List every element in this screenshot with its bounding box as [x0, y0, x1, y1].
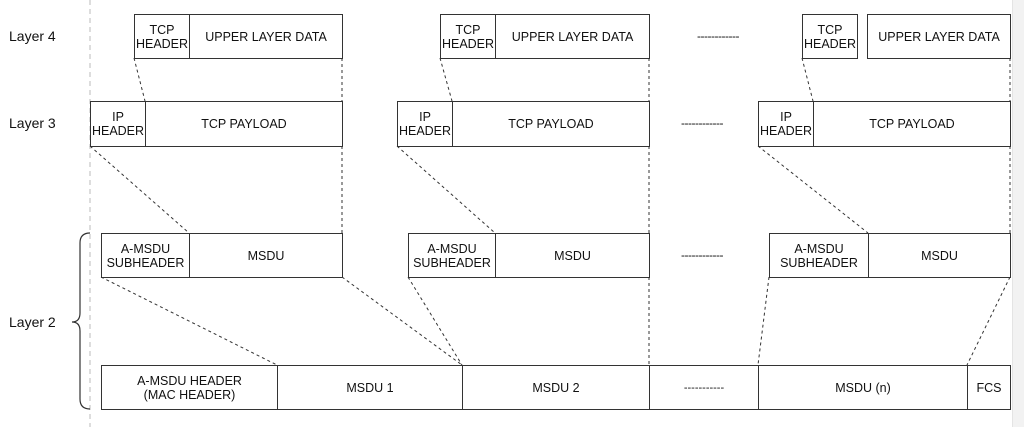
fcs-box: FCS: [967, 365, 1011, 410]
msdu2-box: MSDU 2: [462, 365, 650, 410]
connector-line: [801, 57, 814, 102]
connector-line: [396, 145, 496, 234]
connector-line: [133, 57, 146, 102]
tcp-payload-box: TCP PAYLOAD: [452, 101, 650, 147]
ip-header-box: IP HEADER: [90, 101, 146, 147]
msdu-box: MSDU: [495, 233, 650, 278]
amsdu-subheader-box: A-MSDU SUBHEADER: [769, 233, 869, 278]
layer3-label: Layer 3: [9, 115, 56, 131]
ellipsis-layer4: ------------: [697, 29, 739, 43]
amsdu-header-box: A-MSDU HEADER (MAC HEADER): [101, 365, 278, 410]
connector-line: [407, 276, 463, 366]
connector-line: [757, 145, 869, 234]
tcp-header-box: TCP HEADER: [802, 14, 858, 59]
connector-line: [757, 276, 770, 366]
ip-header-box: IP HEADER: [758, 101, 814, 147]
connector-line: [341, 276, 463, 366]
amsdu-subheader-box: A-MSDU SUBHEADER: [101, 233, 190, 278]
amsdu-subheader-box: A-MSDU SUBHEADER: [408, 233, 496, 278]
tcp-payload-box: TCP PAYLOAD: [813, 101, 1011, 147]
msdun-box: MSDU (n): [758, 365, 968, 410]
connector-line: [439, 57, 453, 102]
msdu1-box: MSDU 1: [277, 365, 463, 410]
tcp-payload-box: TCP PAYLOAD: [145, 101, 343, 147]
ellipsis-layer3: ------------: [681, 116, 723, 130]
upper-layer-data-box: UPPER LAYER DATA: [189, 14, 343, 59]
upper-layer-data-box: UPPER LAYER DATA: [495, 14, 650, 59]
vertical-scrollbar[interactable]: [1012, 0, 1024, 427]
layer2-brace-icon: [71, 232, 91, 410]
tcp-header-box: TCP HEADER: [134, 14, 190, 59]
tcp-header-box: TCP HEADER: [440, 14, 496, 59]
ip-header-box: IP HEADER: [397, 101, 453, 147]
ellipsis-msdu-box: -----------: [649, 365, 759, 410]
connector-line: [100, 276, 278, 366]
ellipsis-layer2: ------------: [681, 248, 723, 262]
upper-layer-data-box: UPPER LAYER DATA: [867, 14, 1011, 59]
layer2-label: Layer 2: [9, 314, 56, 330]
layer4-label: Layer 4: [9, 28, 56, 44]
connector-line: [89, 145, 190, 234]
connector-line: [966, 276, 1011, 366]
msdu-box: MSDU: [868, 233, 1011, 278]
msdu-box: MSDU: [189, 233, 343, 278]
